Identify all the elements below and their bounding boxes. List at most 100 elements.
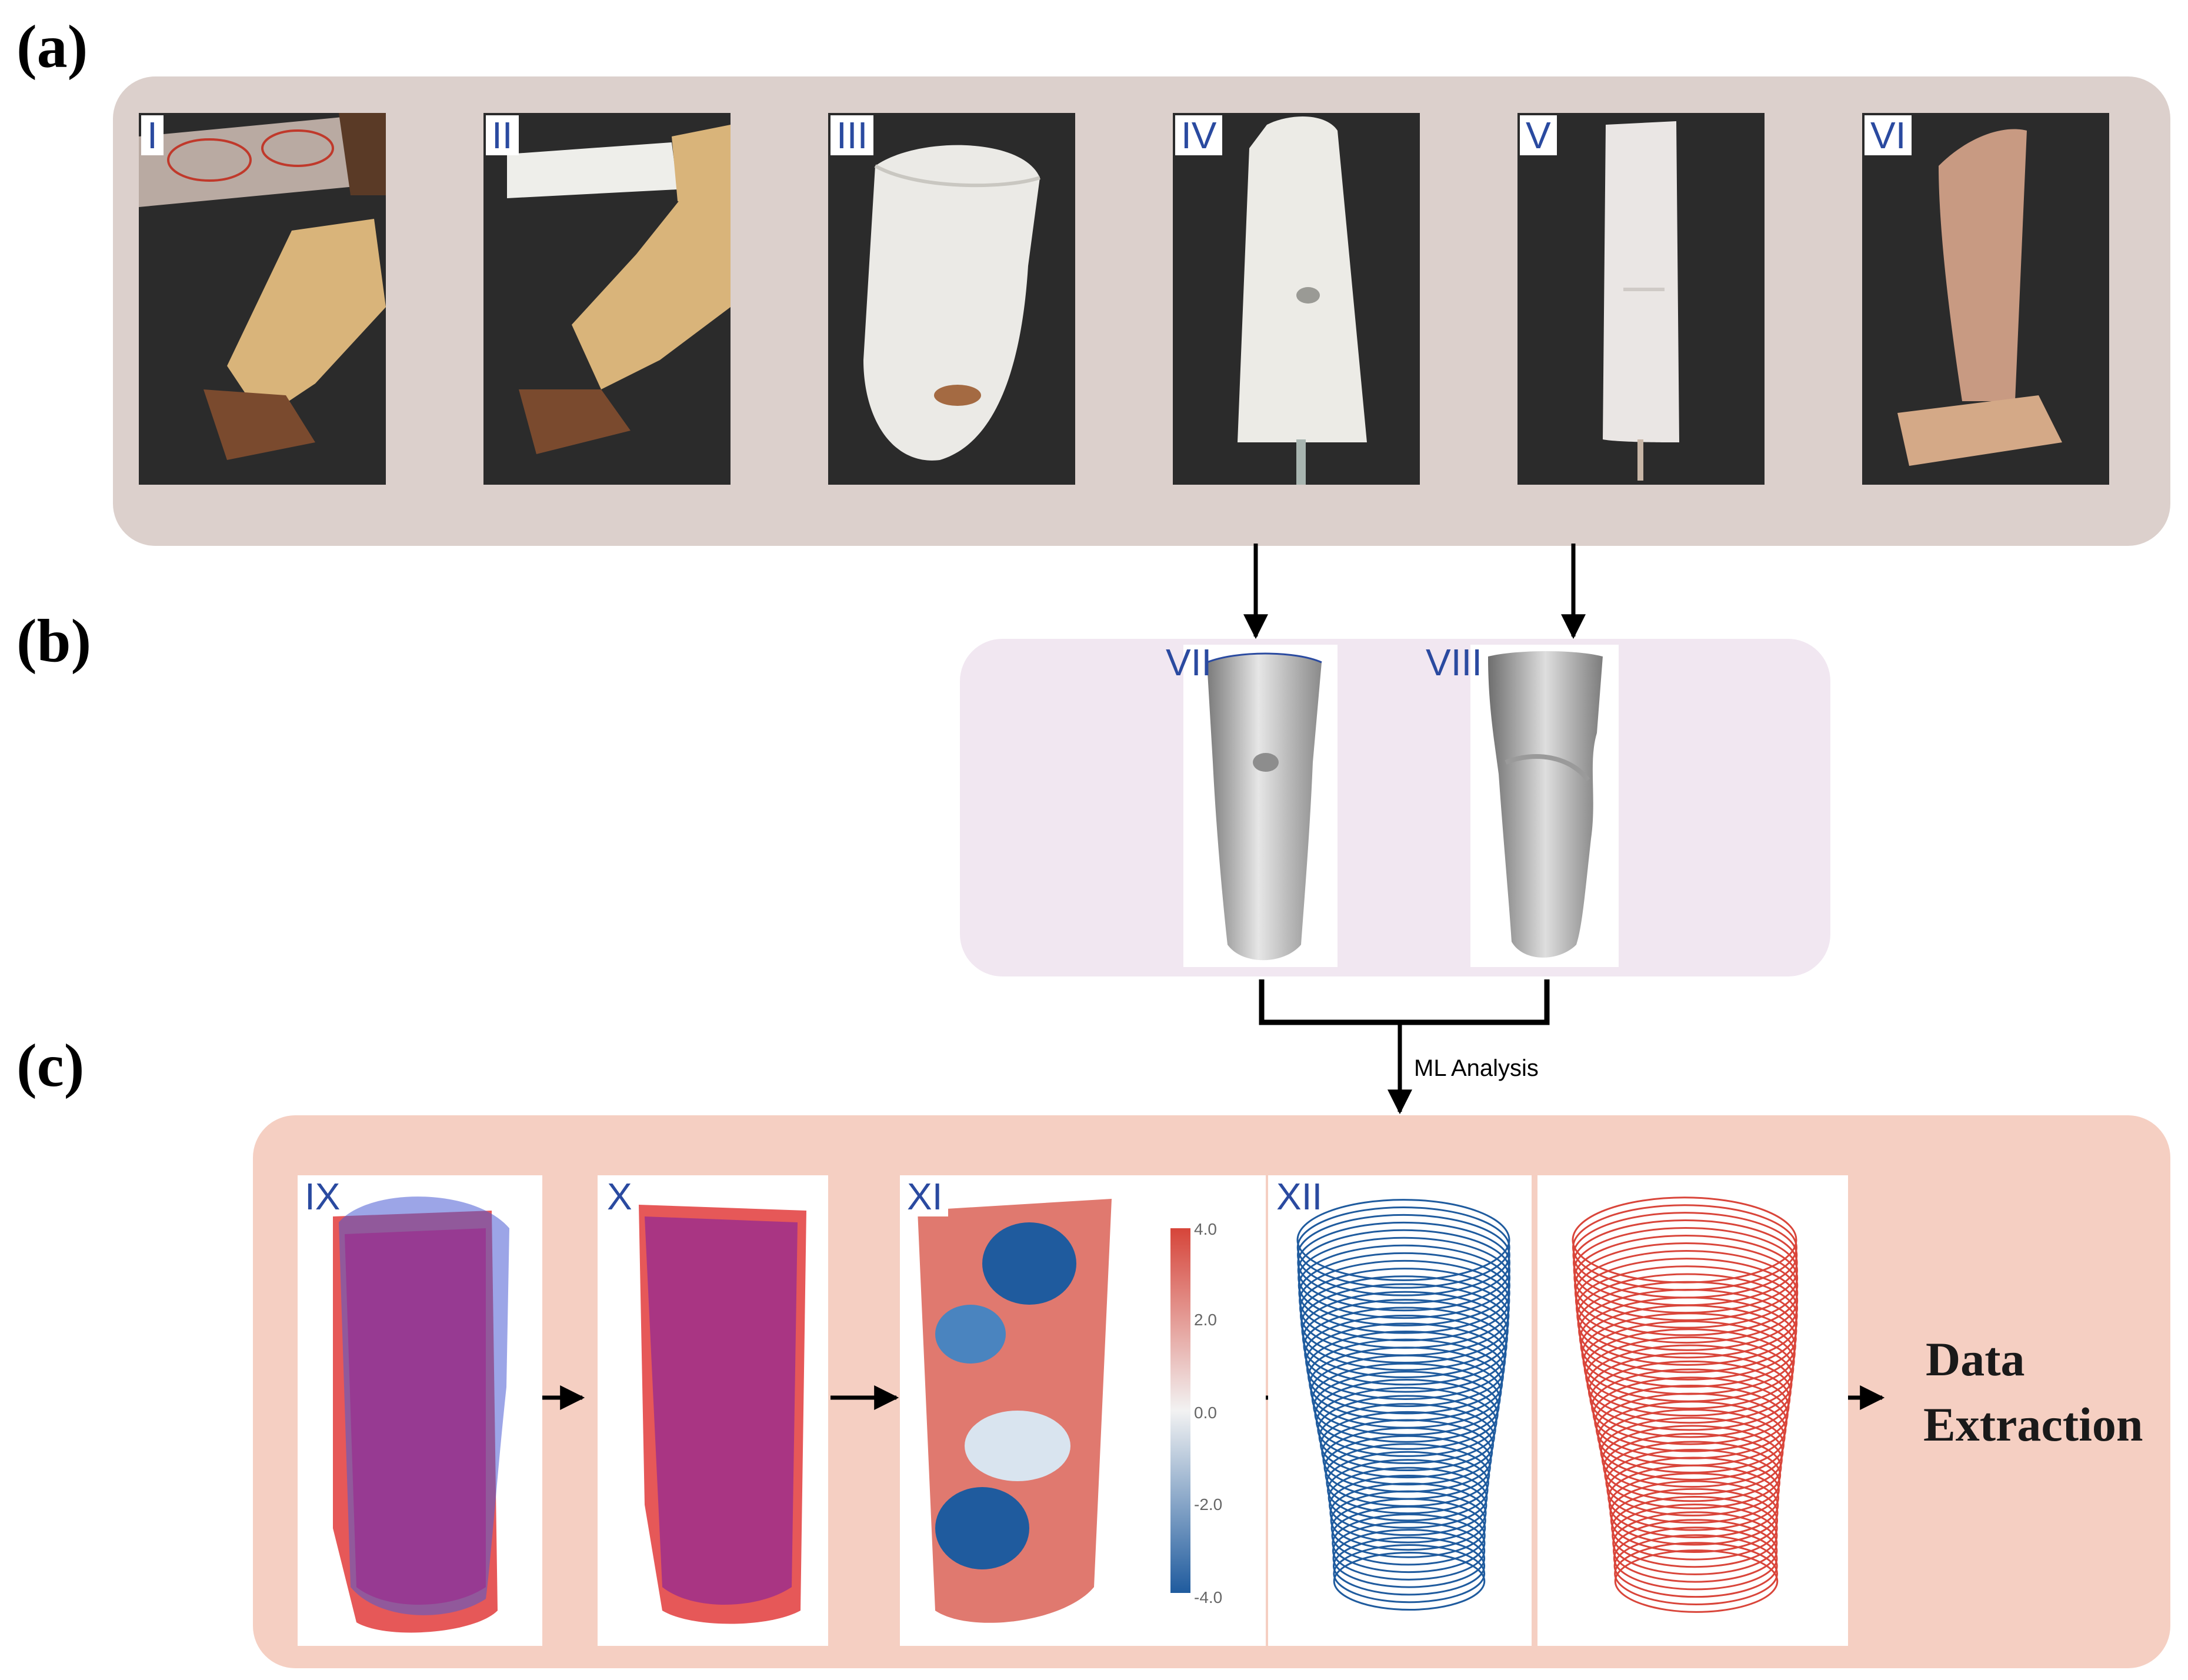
scan-frame-VII	[1183, 645, 1338, 967]
panel-a-background	[113, 76, 2170, 546]
stage-label-IV: IV	[1175, 115, 1223, 155]
contour-ring	[1586, 1344, 1793, 1424]
contour-ring	[1580, 1304, 1796, 1388]
scan-model-VIII	[1488, 651, 1603, 958]
contour-ring	[1574, 1250, 1799, 1336]
photo-stage-IV	[1173, 113, 1420, 485]
merge-bracket	[1259, 979, 1550, 1025]
overlay-alignment-IX	[333, 1196, 509, 1633]
plaster-cast-illustration	[507, 125, 731, 454]
stage-label-V: V	[1520, 115, 1557, 155]
photo-stage-VI	[1862, 113, 2109, 485]
contour-ring	[1601, 1425, 1783, 1495]
scan-model-VII	[1206, 652, 1322, 961]
contour-ring	[1305, 1322, 1506, 1400]
colorbar-tick-3: -2.0	[1194, 1495, 1223, 1514]
contour-ring	[1587, 1352, 1792, 1431]
ml-analysis-label: ML Analysis	[1414, 1055, 1539, 1081]
contour-ring	[1599, 1409, 1785, 1481]
photo-stage-V	[1517, 113, 1765, 485]
overlay-aligned-X	[639, 1205, 806, 1624]
contour-ring	[1328, 1466, 1488, 1529]
contour-ring	[1576, 1273, 1798, 1359]
contour-ring	[1608, 1472, 1779, 1538]
contour-ring	[1331, 1505, 1486, 1566]
contour-ring	[1576, 1265, 1798, 1351]
frame-XII-blue-contours	[1268, 1175, 1532, 1646]
contour-ring	[1315, 1386, 1497, 1457]
contour-ring	[1332, 1521, 1486, 1581]
contour-ring	[1317, 1395, 1496, 1464]
contour-ring	[1614, 1542, 1778, 1606]
positive-mould-illustration	[1238, 116, 1367, 485]
stage-label-XII: XII	[1276, 1175, 1323, 1218]
contour-ring	[1577, 1281, 1798, 1366]
contour-ring	[1308, 1338, 1504, 1415]
stage-label-X: X	[607, 1175, 632, 1218]
contour-ring	[1332, 1514, 1486, 1574]
contour-ring	[1610, 1488, 1779, 1554]
contour-ring	[1302, 1299, 1508, 1378]
contour-ring	[1300, 1283, 1509, 1364]
contour-ring	[1607, 1464, 1779, 1531]
contour-ring	[1603, 1432, 1782, 1502]
contour-ring	[1575, 1258, 1799, 1344]
frame-X-overlay	[598, 1175, 828, 1646]
contour-ring	[1589, 1360, 1791, 1438]
contour-ring	[1591, 1368, 1790, 1445]
contour-ring	[1329, 1482, 1487, 1544]
contour-ring	[1585, 1336, 1793, 1417]
frame-XI-heatmap	[900, 1175, 1266, 1646]
contour-ring	[1297, 1221, 1510, 1304]
photo-stage-III	[828, 113, 1075, 485]
contour-ring	[1306, 1331, 1505, 1408]
contour-ring	[1321, 1419, 1493, 1486]
contour-ring	[1332, 1529, 1486, 1588]
data-extraction-line2: Extraction	[1923, 1397, 2143, 1451]
contour-ring	[1604, 1441, 1782, 1509]
section-label-b: (b)	[16, 607, 92, 675]
stage-label-I: I	[141, 115, 164, 155]
photo-stage-II	[483, 113, 731, 485]
deviation-heatmap-XI	[918, 1199, 1190, 1623]
frame-XII-red-contours	[1537, 1175, 1848, 1646]
contour-ring	[1583, 1328, 1795, 1409]
contour-ring	[1298, 1236, 1511, 1319]
contour-ring	[1298, 1244, 1510, 1326]
contour-ring	[1574, 1242, 1799, 1329]
scan-frame-VIII	[1470, 645, 1619, 967]
contour-ring	[1613, 1526, 1778, 1591]
contour-ring	[1318, 1403, 1495, 1472]
contour-slices-blue	[1296, 1199, 1511, 1611]
contour-ring	[1303, 1306, 1507, 1386]
colorbar-tick-2: 0.0	[1194, 1404, 1217, 1422]
contour-ring	[1297, 1214, 1510, 1296]
stage-label-VII: VII	[1166, 641, 1212, 684]
contour-ring	[1330, 1498, 1486, 1558]
contour-ring	[1579, 1296, 1797, 1381]
contour-ring	[1297, 1229, 1511, 1312]
contour-ring	[1314, 1379, 1499, 1450]
prosthetic-limb-illustration	[1897, 129, 2062, 466]
contour-ring	[1605, 1448, 1780, 1516]
section-label-a: (a)	[16, 13, 88, 81]
stage-label-IX: IX	[305, 1175, 341, 1218]
contour-ring	[1612, 1504, 1778, 1568]
contour-ring	[1573, 1234, 1799, 1321]
contour-ring	[1301, 1291, 1509, 1371]
contour-ring	[1613, 1519, 1778, 1583]
contour-ring	[1609, 1480, 1779, 1546]
contour-ring	[1612, 1511, 1778, 1575]
data-extraction-line1: Data	[1926, 1332, 2025, 1386]
limb-wrapped-illustration	[139, 113, 386, 460]
contour-ring	[1311, 1362, 1501, 1436]
stage-label-VIII: VIII	[1426, 641, 1483, 684]
stage-label-VI: VI	[1865, 115, 1912, 155]
contour-ring	[1611, 1495, 1778, 1561]
colorbar-tick-0: 4.0	[1194, 1220, 1217, 1238]
contour-ring	[1298, 1252, 1510, 1334]
contour-ring	[1330, 1490, 1486, 1551]
contour-ring	[1296, 1199, 1510, 1281]
contour-ring	[1299, 1259, 1510, 1342]
plaster-shell-illustration	[863, 145, 1040, 461]
